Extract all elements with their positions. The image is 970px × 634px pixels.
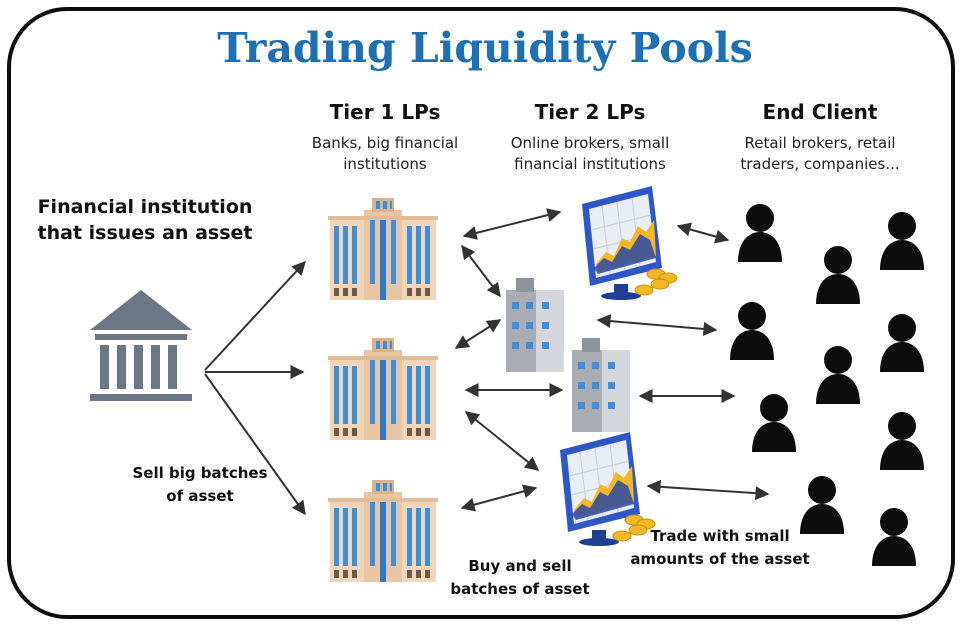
person-icon	[880, 412, 924, 470]
end-client-heading: End Client	[762, 100, 878, 124]
tier2-desc-line1: Online brokers, small	[510, 134, 670, 152]
end-client-description: Retail brokers, retail traders, companie…	[720, 133, 920, 175]
tier2-client-arrows	[596, 222, 770, 501]
tower-building-icon	[328, 198, 438, 300]
buy-sell-label-line2: batches of asset	[450, 580, 590, 598]
trade-label-line2: amounts of the asset	[630, 550, 810, 568]
tier1-desc-line1: Banks, big financial	[311, 134, 459, 152]
person-icon	[816, 246, 860, 304]
person-icon	[800, 476, 844, 534]
issuer-to-tier1-arrows	[204, 260, 306, 516]
tier2-description: Online brokers, small financial institut…	[490, 133, 690, 175]
tier2-heading: Tier 2 LPs	[534, 100, 646, 124]
end-client-desc-line2: traders, companies...	[740, 155, 900, 173]
tier1-description: Banks, big financial institutions	[285, 133, 485, 175]
tier2-desc-line2: financial institutions	[514, 155, 666, 173]
tower-building-icon	[328, 480, 438, 582]
person-icon	[738, 204, 782, 262]
trading-monitor-icon	[581, 185, 678, 301]
issuer-heading: Financial institution that issues an ass…	[25, 194, 265, 246]
sell-label: Sell big batches of asset	[120, 462, 280, 508]
person-icon	[752, 394, 796, 452]
bank-icon	[90, 290, 192, 401]
tower-building-icon	[328, 338, 438, 440]
trade-label: Trade with small amounts of the asset	[630, 525, 810, 571]
office-building-icon	[506, 278, 564, 372]
trade-label-line1: Trade with small	[650, 527, 790, 545]
issuer-heading-line1: Financial institution	[37, 196, 253, 218]
issuer-heading-line2: that issues an asset	[37, 222, 253, 244]
person-icon	[880, 314, 924, 372]
buy-sell-label-line1: Buy and sell	[468, 557, 572, 575]
end-client-desc-line1: Retail brokers, retail	[744, 134, 896, 152]
person-icon	[816, 346, 860, 404]
office-building-icon	[572, 338, 630, 432]
buy-sell-label: Buy and sell batches of asset	[440, 555, 600, 601]
person-icon	[872, 508, 916, 566]
person-icon	[880, 212, 924, 270]
diagram-title: Trading Liquidity Pools	[217, 24, 753, 72]
tier1-heading: Tier 1 LPs	[329, 100, 441, 124]
tier1-tier2-arrows	[454, 208, 564, 512]
sell-label-line2: of asset	[166, 487, 234, 505]
tier1-desc-line2: institutions	[343, 155, 427, 173]
person-icon	[730, 302, 774, 360]
trading-monitor-icon	[559, 431, 656, 547]
sell-label-line1: Sell big batches	[132, 464, 268, 482]
